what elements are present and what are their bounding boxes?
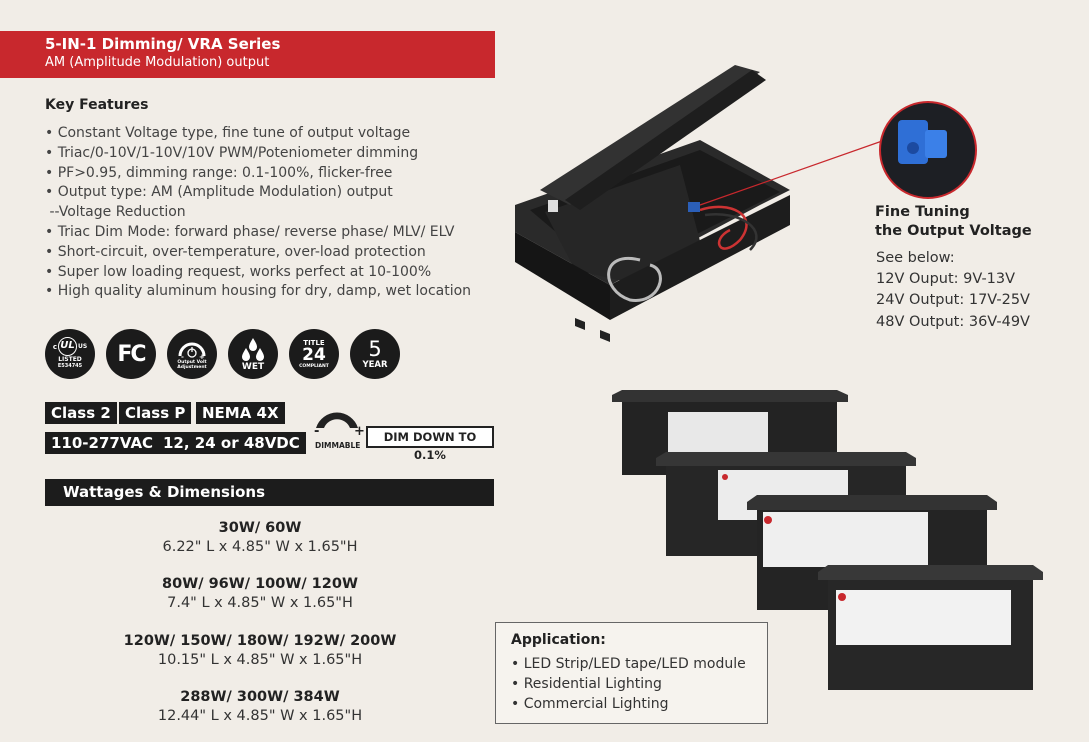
feature-item: • High quality aluminum housing for dry,… [45,283,472,300]
wattage-values: 288W/ 300W/ 384W [180,689,340,705]
feature-item: • Super low loading request, works perfe… [45,263,432,280]
fine-tuning-line: 12V Ouput: 9V-13V [876,271,1016,288]
svg-text:-: - [181,353,184,360]
wattage-values: 30W/ 60W [218,520,302,536]
warranty-label: YEAR [362,359,388,370]
input-voltage-tag: 110-277VAC [45,432,160,454]
wattage-dimensions: 7.4" L x 4.85" W x 1.65"H [167,595,353,611]
ul-listed-icon: c UL US LISTED E534745 [45,329,95,379]
wet-location-icon: WET [228,329,278,379]
key-features-title: Key Features [45,97,149,113]
fine-tuning-line: See below: [876,250,955,266]
feature-item: • Short-circuit, over-temperature, over-… [45,243,426,260]
series-subtitle: AM (Amplitude Modulation) output [45,55,270,70]
wattage-group: 288W/ 300W/ 384W 12.44" L x 4.85" W x 1.… [45,688,475,726]
application-box: Application: • LED Strip/LED tape/LED mo… [495,622,768,724]
driver-stack-image [612,390,1043,690]
wet-label: WET [241,361,265,372]
wattage-dimensions: 6.22" L x 4.85" W x 1.65"H [162,539,358,555]
feature-item: • Constant Voltage type, fine tune of ou… [45,125,411,141]
ul-listed-label: LISTED [58,356,82,363]
application-item: • Commercial Lighting [511,696,669,712]
output-voltage-tag: 12, 24 or 48VDC [157,432,306,454]
class2-tag: Class 2 [45,402,117,424]
dim-arc-icon [316,412,358,428]
wattages-title-bar: Wattages & Dimensions [45,479,494,506]
warranty-icon: 5 YEAR [350,329,400,379]
wattage-group: 80W/ 96W/ 100W/ 120W 7.4" L x 4.85" W x … [45,575,475,613]
fcc-icon: FC [106,329,156,379]
series-banner: 5-IN-1 Dimming/ VRA Series AM (Amplitude… [0,31,495,78]
title24-number: 24 [302,344,326,365]
svg-text:+: + [199,353,205,360]
dimmable-label: DIMMABLE [315,441,361,450]
water-drops-icon [242,337,264,361]
terminal-zoom-callout [699,101,977,206]
ul-us-label: US [77,343,88,350]
fine-tuning-title-line1: Fine Tuning [875,204,970,220]
certification-icons: c UL US LISTED E534745 FC - + Output Vol… [45,329,400,379]
nema-tag: NEMA 4X [196,402,285,424]
wattage-group: 30W/ 60W 6.22" L x 4.85" W x 1.65"H [45,519,475,557]
feature-item: • Triac/0-10V/1-10V/10V PWM/Poteniometer… [45,144,419,161]
fine-tuning-line: 24V Output: 17V-25V [876,292,1030,309]
fine-tuning-title: Fine Tuning the Output Voltage [875,203,1032,241]
classp-tag: Class P [119,402,192,424]
ul-c-label: c [52,342,57,351]
wattage-values: 80W/ 96W/ 100W/ 120W [162,576,358,592]
wattage-dimensions: 12.44" L x 4.85" W x 1.65"H [157,708,363,724]
fine-tuning-list: See below: 12V Ouput: 9V-13V 24V Output:… [876,248,1030,333]
ul-number-label: E534745 [57,363,83,369]
feature-item: • Output type: AM (Amplitude Modulation)… [45,184,393,201]
key-features-list: • Constant Voltage type, fine tune of ou… [45,124,471,302]
fine-tuning-line: 48V Output: 36V-49V [876,313,1030,330]
series-title: 5-IN-1 Dimming/ VRA Series [45,35,281,53]
wattage-dimensions: 10.15" L x 4.85" W x 1.65"H [157,652,363,668]
feature-item: • Triac Dim Mode: forward phase/ reverse… [45,223,455,240]
title24-icon: TITLE 24 COMPLIANT [289,329,339,379]
title24-bottom-label: COMPLIANT [299,363,329,369]
application-list: • LED Strip/LED tape/LED module • Reside… [511,654,767,714]
wattage-values: 120W/ 150W/ 180W/ 192W/ 200W [123,633,397,649]
dial-icon: - + [178,342,206,360]
application-item: • LED Strip/LED tape/LED module [511,656,746,672]
title24-top-label: TITLE [303,338,325,347]
dim-minus: - [314,424,320,439]
junction-box-product-image [515,65,790,342]
fcc-label: FC [117,341,146,367]
dim-down-box: DIM DOWN TO 0.1% [366,426,494,462]
application-title: Application: [511,632,606,648]
volt-adjust-label: Output Volt Adjustment [177,360,207,370]
fine-tuning-title-line2: the Output Voltage [875,223,1032,239]
wattage-group: 120W/ 150W/ 180W/ 192W/ 200W 10.15" L x … [45,632,475,670]
feature-item: --Voltage Reduction [45,204,186,221]
volt-adjust-icon: - + Output Volt Adjustment [167,329,217,379]
dimmable-icon [312,400,362,452]
dim-plus: + [354,424,365,439]
feature-item: • PF>0.95, dimming range: 0.1-100%, flic… [45,164,393,181]
warranty-years: 5 [368,336,382,361]
application-item: • Residential Lighting [511,676,662,692]
